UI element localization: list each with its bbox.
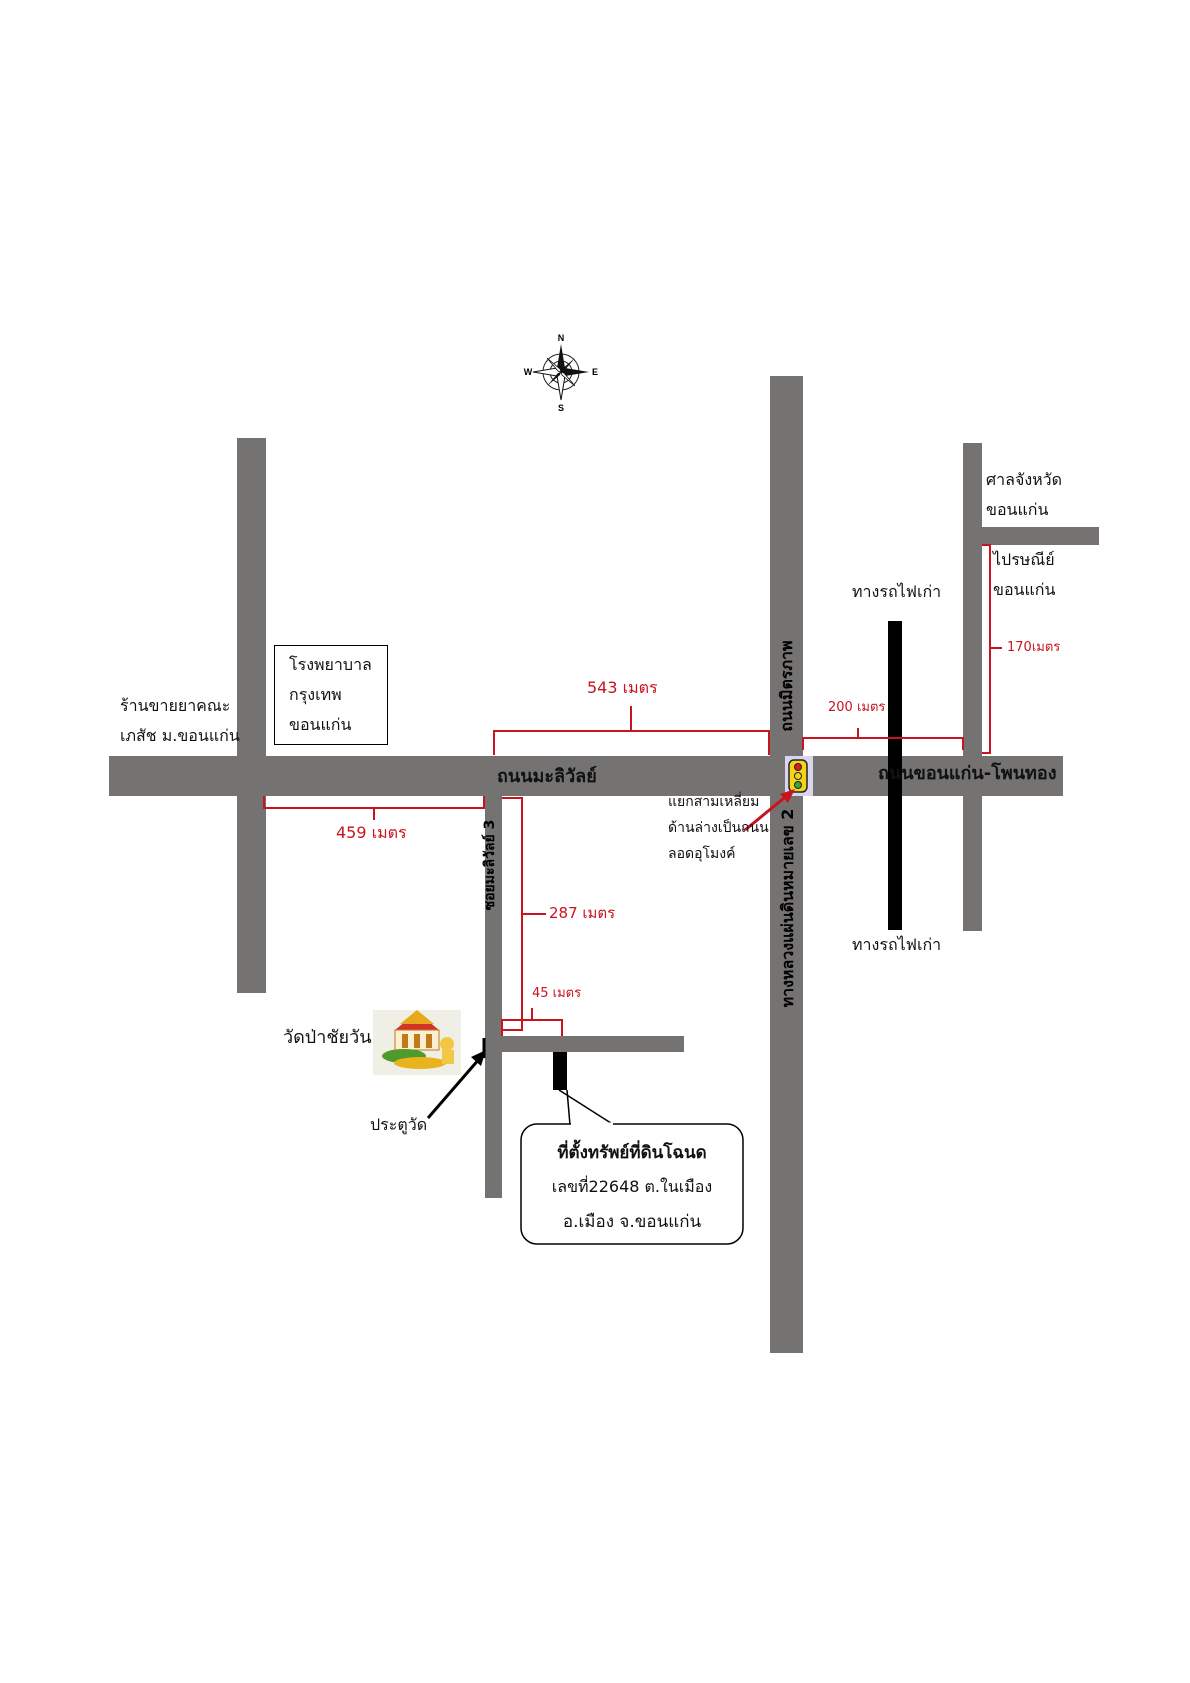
compass-w: W [524,367,533,377]
road-maliwan-label: ถนนมะลิวัลย์ [497,766,597,787]
road-east-vertical [963,443,982,931]
road-maliwan [109,756,805,796]
callout-line2: เลขที่22648 ต.ในเมือง [551,1177,713,1196]
road-khonkaen-phonthong-label: ถนนขอนแก่น-โพนทอง [878,763,1057,784]
pharmacy-line1: ร้านขายยาคณะ [120,696,231,715]
distance-45: 45 เมตร [532,986,582,1001]
junction-arrow-icon [744,789,795,832]
property-marker [553,1052,567,1090]
property-callout [520,1089,744,1245]
railway-north-label: ทางรถไฟเก่า [852,582,942,601]
road-highway2-label: ทางหลวงแผ่นดินหมายเลข 2 [778,808,797,1008]
temple-label: วัดป่าชัยวัน [283,1027,372,1048]
traffic-light-icon [785,756,813,796]
bracket-287 [502,797,546,1031]
callout-line1: ที่ตั้งทรัพย์ที่ดินโฉนด [557,1143,707,1163]
court-line1: ศาลจังหวัด [986,470,1063,489]
hospital-box [274,645,388,745]
compass-s: S [558,403,564,413]
gate-arrow-icon [426,1038,486,1119]
hospital-line1: โรงพยาบาล [289,655,372,674]
railway-south-label: ทางรถไฟเก่า [852,935,942,954]
junction-line1: แยกสามเหลี่ยม [668,794,760,810]
road-khonkaen-phonthong [805,756,1063,796]
temple-icon [373,1010,461,1075]
compass-rose-icon: N S E W [524,333,598,413]
distance-459: 459 เมตร [336,823,407,842]
post-line2: ขอนแก่น [993,580,1056,599]
road-soi-branch [502,1036,684,1052]
bracket-459 [263,796,485,820]
post-line1: ไปรษณีย์ [993,550,1055,569]
distance-170: 170เมตร [1007,640,1061,655]
road-court-branch [982,527,1099,545]
road-soi-maliwan-3 [485,796,502,1198]
junction-line3: ลอดอุโมงค์ [668,846,736,862]
junction-line2: ด้านล่างเป็นถนน [668,820,769,836]
bracket-543 [493,706,770,755]
pharmacy-line2: เภสัช ม.ขอนแก่น [120,726,240,745]
old-railway [888,621,902,930]
hospital-line3: ขอนแก่น [289,715,352,734]
temple-gate-label: ประตูวัด [370,1115,428,1134]
bracket-170 [982,544,1002,754]
road-mittraphap-label: ถนนมิตรภาพ [777,640,796,732]
bracket-200 [802,728,964,750]
road-west-vertical [237,438,266,993]
distance-543: 543 เมตร [587,678,658,697]
hospital-line2: กรุงเทพ [289,685,342,704]
distance-287: 287 เมตร [549,904,616,922]
compass-n: N [558,333,565,343]
callout-line3: อ.เมือง จ.ขอนแก่น [562,1212,702,1232]
court-line2: ขอนแก่น [986,500,1049,519]
road-soi-label: ซอยมะลิวัลย์ 3 [482,819,498,911]
bracket-45 [501,1008,563,1036]
compass-e: E [592,367,598,377]
distance-200: 200 เมตร [828,700,886,715]
road-mittraphap [770,376,803,1353]
